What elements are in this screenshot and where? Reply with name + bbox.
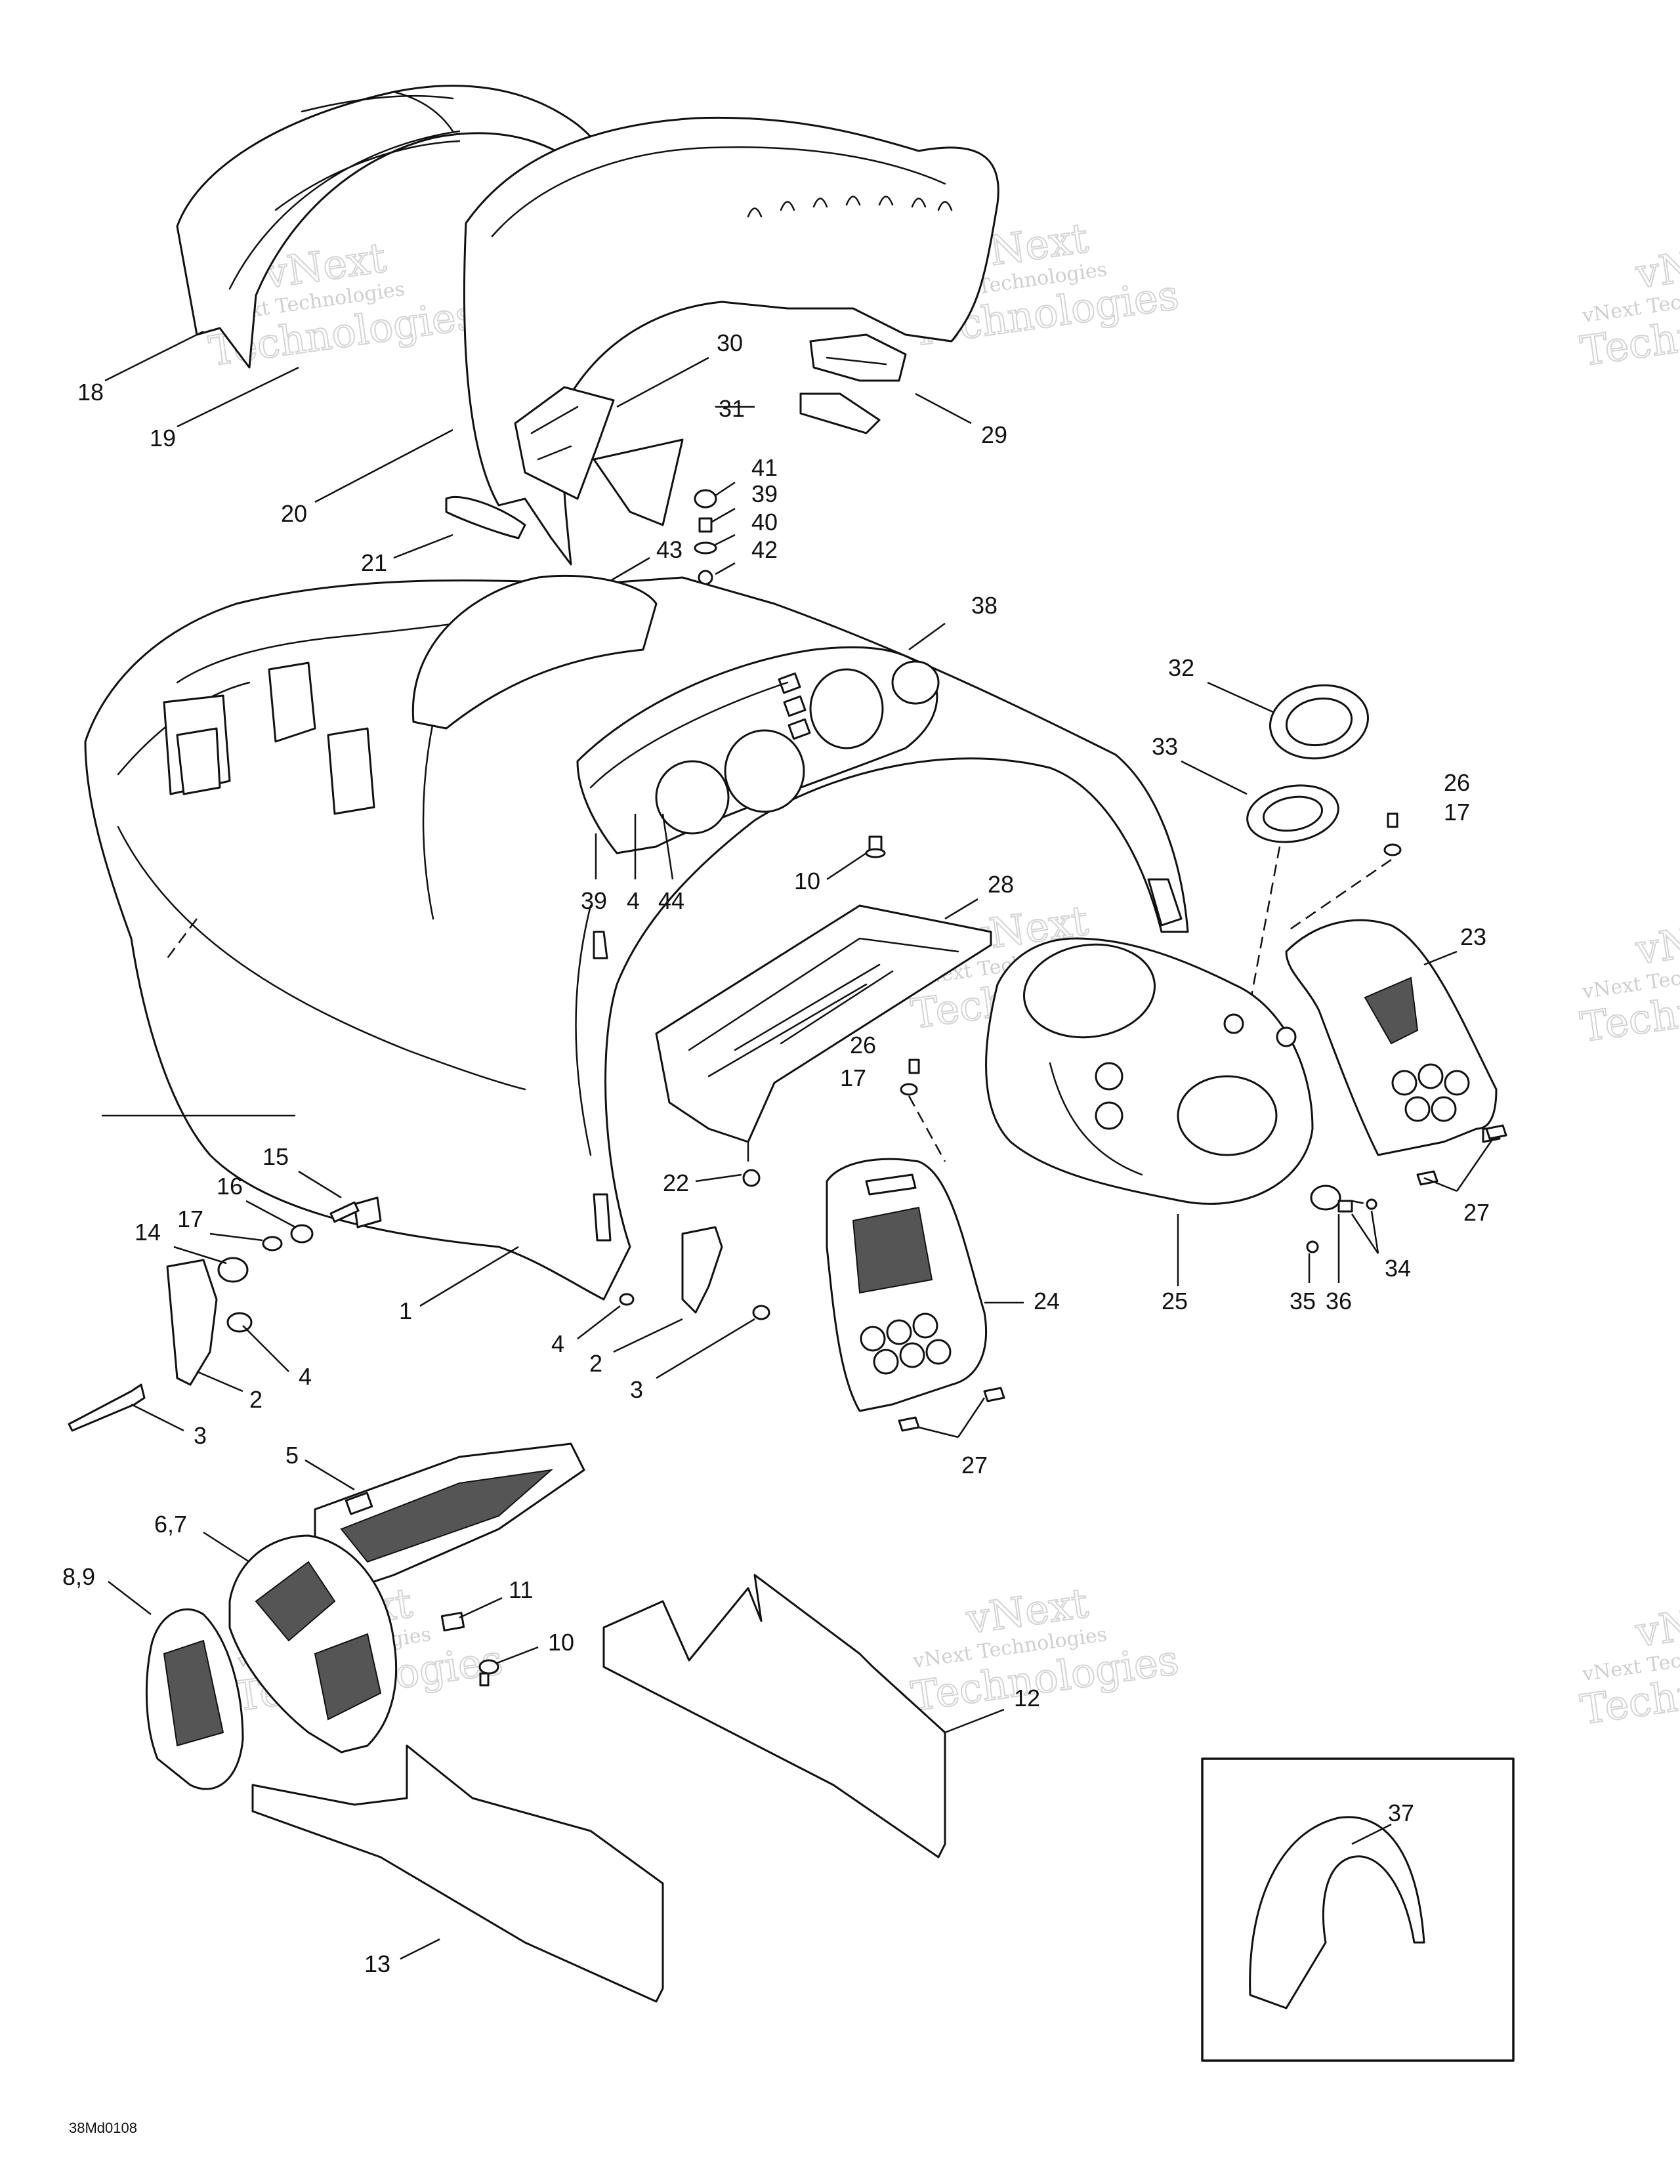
callout-30: 30	[717, 329, 743, 356]
callout-4-left: 4	[299, 1363, 312, 1390]
callout-26-right: 26	[1444, 769, 1470, 796]
part-26-screw-middle	[900, 1059, 946, 1162]
callout-39-console: 39	[581, 887, 607, 914]
callout-42: 42	[751, 536, 778, 563]
callout-34: 34	[1385, 1255, 1411, 1282]
callout-33: 33	[1152, 733, 1178, 760]
callout-29: 29	[981, 421, 1007, 448]
part-21-handle	[445, 495, 526, 539]
callout-2-left: 2	[249, 1386, 262, 1413]
callout-11: 11	[509, 1576, 533, 1603]
callout-38: 38	[971, 592, 998, 619]
part-2-bracket-left	[68, 1259, 253, 1432]
part-67-grille	[228, 1534, 398, 1754]
callout-10-lower: 10	[548, 1629, 574, 1656]
leader-lines	[104, 330, 1494, 1960]
watermark: vNext vNext Technologies Technologies	[1577, 1591, 1680, 1734]
callout-24: 24	[1034, 1288, 1060, 1314]
callout-6-7: 6,7	[154, 1511, 187, 1538]
part-hood-dome	[411, 574, 658, 730]
part-10-screw-console	[865, 835, 886, 858]
dash-hood-mount	[167, 918, 198, 959]
part-32-bezel	[1269, 684, 1369, 760]
callout-20: 20	[281, 500, 307, 527]
part-34-sensor	[1306, 1185, 1377, 1253]
callout-12: 12	[1014, 1685, 1040, 1712]
callout-5: 5	[285, 1442, 299, 1469]
callout-17-left: 17	[177, 1206, 203, 1232]
part-13-insulation	[251, 1744, 664, 2003]
callout-4-console: 4	[627, 887, 640, 914]
callout-27-left: 27	[961, 1452, 988, 1479]
callout-15: 15	[262, 1143, 289, 1170]
callout-35: 35	[1290, 1288, 1316, 1314]
callout-28: 28	[988, 871, 1014, 898]
callout-36: 36	[1326, 1288, 1352, 1314]
callout-13: 13	[364, 1950, 390, 1977]
part-hardware-left	[217, 1196, 382, 1283]
callout-16: 16	[217, 1173, 243, 1200]
callout-3-left: 3	[194, 1422, 207, 1449]
part-27-rivets-right	[1416, 1124, 1507, 1186]
part-10-screw-lower	[478, 1659, 499, 1687]
part-windshield	[463, 116, 999, 566]
part-1-hood	[84, 576, 1189, 1301]
callout-17-middle: 17	[840, 1064, 866, 1091]
part-31-strip	[799, 392, 881, 434]
callout-25: 25	[1162, 1288, 1188, 1314]
callout-1: 1	[399, 1297, 412, 1324]
part-38-console	[576, 646, 940, 854]
callout-17-right: 17	[1444, 799, 1470, 826]
part-31-pad	[593, 438, 684, 526]
callout-18: 18	[77, 379, 104, 406]
part-28-tray	[655, 904, 992, 1162]
callout-39-top: 39	[751, 480, 778, 507]
part-89-grille	[145, 1608, 244, 1790]
part-26-screw-right	[1286, 812, 1402, 933]
callout-40: 40	[751, 509, 778, 536]
part-33-ring	[1246, 784, 1339, 843]
callout-19: 19	[150, 425, 176, 452]
watermark: vNext vNext Technologies Technologies	[1577, 909, 1680, 1052]
callout-37: 37	[1388, 1799, 1414, 1826]
callout-27-right: 27	[1463, 1199, 1490, 1226]
callout-14: 14	[135, 1219, 161, 1246]
callout-4-middle: 4	[551, 1330, 564, 1357]
callout-labels: 18 19 20 21 30 31 29 41 39 40 42 43 38 3…	[62, 329, 1490, 1977]
callout-26-middle: 26	[850, 1032, 876, 1059]
watermark-vnext: vNext	[1632, 1592, 1680, 1656]
callout-3-middle: 3	[630, 1376, 643, 1403]
part-23-side-panel	[1285, 919, 1501, 1156]
part-24-vent-panel	[826, 1158, 988, 1412]
callout-44: 44	[658, 887, 684, 914]
watermark-vnext: vNext	[1632, 234, 1680, 298]
part-37-inset	[1201, 1757, 1515, 2062]
callout-22: 22	[663, 1169, 689, 1196]
callout-8-9: 8,9	[62, 1563, 95, 1590]
part-11-clip	[440, 1612, 465, 1631]
callout-23: 23	[1460, 923, 1486, 950]
callout-41: 41	[751, 454, 778, 481]
watermark-vnext: vNext	[1632, 910, 1680, 974]
part-29-clip	[809, 333, 907, 382]
callout-21: 21	[361, 549, 387, 576]
part-30-bracket	[514, 386, 615, 500]
callout-43: 43	[656, 536, 682, 563]
callout-32: 32	[1168, 654, 1194, 681]
part-25-gauge-housing	[985, 937, 1314, 1205]
callout-31: 31	[719, 395, 745, 422]
callout-10-console: 10	[794, 868, 820, 894]
part-12-insulation	[602, 1574, 946, 1858]
part-2-bracket-middle	[619, 1226, 770, 1320]
watermark: vNext vNext Technologies Technologies	[1577, 233, 1680, 376]
part-22-screw	[742, 1169, 761, 1187]
diagram-code: 38Md0108	[69, 2120, 137, 2136]
callout-2-middle: 2	[589, 1350, 602, 1377]
